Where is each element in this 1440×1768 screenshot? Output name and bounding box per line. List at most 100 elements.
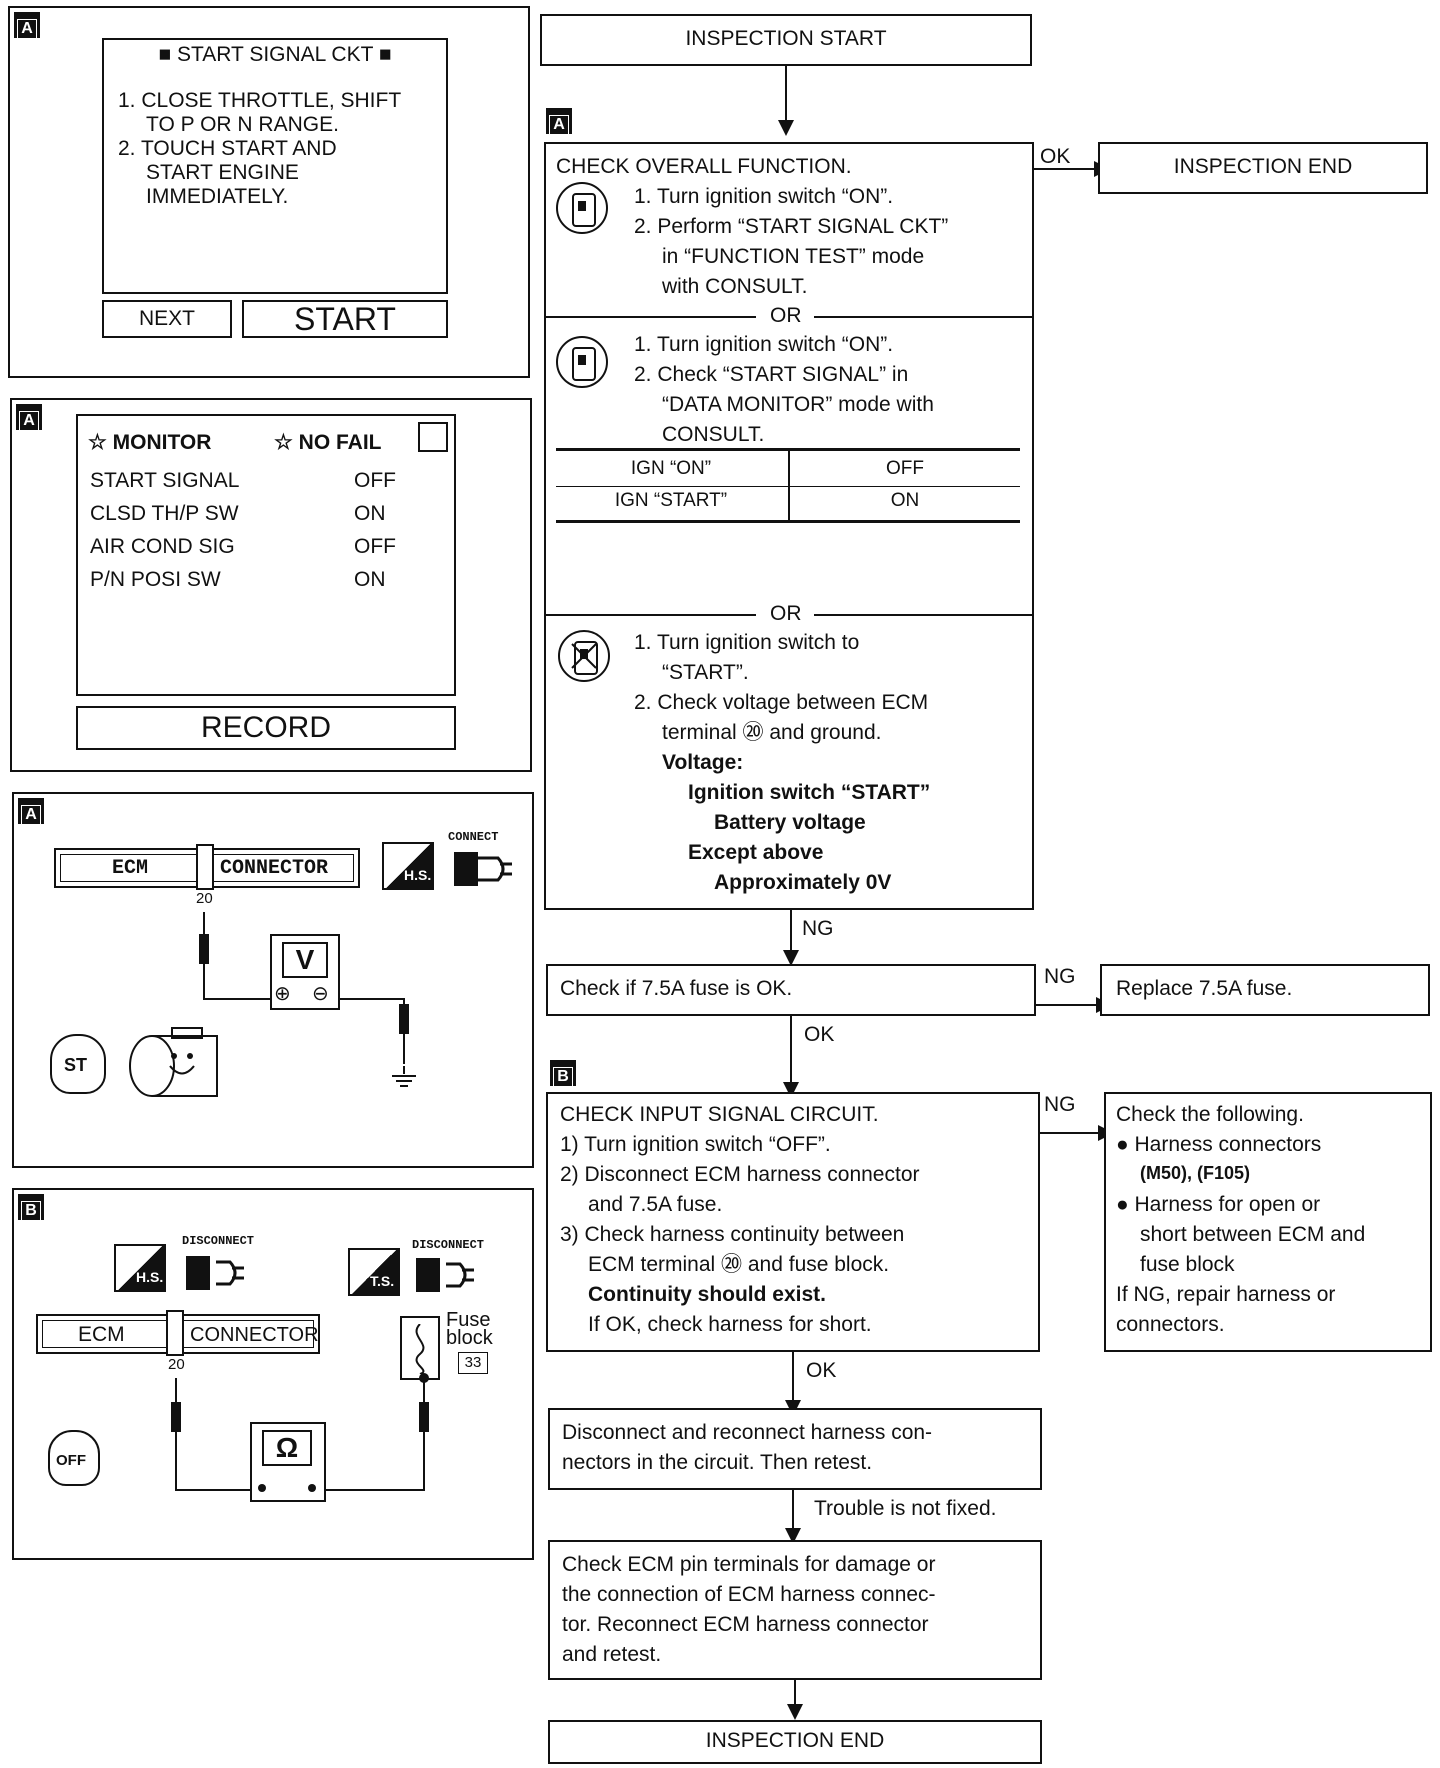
checkbox-icon[interactable] [418, 422, 448, 452]
data-monitor-screen: ☆ MONITOR ☆ NO FAIL START SIGNAL OFF CLS… [76, 414, 456, 696]
harness-side-icon: H.S. [114, 1244, 166, 1292]
panel-consult-data-monitor: A ☆ MONITOR ☆ NO FAIL START SIGNAL OFF C… [10, 398, 532, 772]
panel-tag-a: A [16, 404, 42, 431]
panel-continuity-diagram: B H.S. DISCONNECT T.S. DISCONNECT ECM CO… [12, 1188, 534, 1560]
reconnect-box: Disconnect and reconnect harness con- ne… [548, 1408, 1042, 1490]
fuse-label: Fuse [446, 1309, 491, 1331]
harness-side-icon: H.S. [382, 842, 434, 890]
disconnect-label: DISCONNECT [412, 1238, 485, 1252]
consult-screen-title: ■ START SIGNAL CKT ■ [158, 43, 392, 66]
flow-connector [790, 1016, 792, 1084]
consult-step-line: IMMEDIATELY. [146, 185, 289, 208]
voltmeter-wiring [199, 912, 416, 1087]
starter-motor-icon [129, 1027, 218, 1097]
or-divider [814, 316, 1032, 318]
panel-voltage-diagram: A ECM CONNECTOR 20 V ⊕ ⊖ H.S. CONNECT ST [12, 792, 534, 1168]
or-label: OR [770, 602, 802, 625]
table-cell: OFF [886, 458, 924, 479]
check-following-box: Check the following. ● Harness connector… [1104, 1092, 1432, 1352]
ok-label: OK [804, 1023, 835, 1046]
ohmmeter-terminals [258, 1484, 316, 1492]
table-cell: IGN “ON” [630, 458, 712, 479]
connector-plug-icon [454, 852, 512, 886]
start-button[interactable]: START [242, 300, 448, 338]
or-label: OR [770, 304, 802, 327]
flow-arrow [778, 120, 794, 136]
table-border [788, 450, 790, 520]
fuse-icon [400, 1316, 440, 1380]
replace-fuse-box: Replace 7.5A fuse. [1100, 964, 1430, 1016]
table-cell: IGN “START” [614, 490, 728, 511]
consult-step-line: 1. CLOSE THROTTLE, SHIFT [118, 89, 402, 112]
ecm-connector-bar: ECM CONNECTOR [36, 1310, 320, 1356]
consult-screen: ■ START SIGNAL CKT ■ 1. CLOSE THROTTLE, … [102, 38, 448, 294]
check-pins-box: Check ECM pin terminals for damage or th… [548, 1540, 1042, 1680]
panel-tag-b: B [18, 1194, 44, 1221]
ohmmeter: Ω [250, 1422, 326, 1502]
connector-pin-block [166, 1310, 184, 1356]
panel-consult-function-test: A ■ START SIGNAL CKT ■ 1. CLOSE THROTTLE… [8, 6, 530, 378]
flow-arrow [783, 950, 799, 966]
consult-step-line: 2. TOUCH START AND [118, 137, 337, 160]
connector-label: CONNECTOR [190, 1324, 319, 1346]
monitor-label: ☆ MONITOR [88, 431, 212, 454]
ohmmeter-wiring [171, 1373, 429, 1491]
monitor-item-name: P/N POSI SW [90, 568, 221, 591]
inspection-start-box: INSPECTION START [540, 14, 1032, 66]
voltmeter-display: V [282, 942, 328, 978]
flow-connector [790, 910, 792, 952]
check-overall-function-box: CHECK OVERALL FUNCTION. 1. Turn ignition… [544, 142, 1034, 910]
flow-connector [792, 1352, 794, 1402]
flow-connector [794, 1680, 796, 1708]
flow-arrow [787, 1704, 803, 1720]
ng-label: NG [1044, 965, 1076, 988]
connector-plug-icon [186, 1256, 244, 1290]
step-tag-a: A [546, 108, 572, 135]
consult-step-line: START ENGINE [146, 161, 299, 184]
minus-terminal-icon: ⊖ [312, 983, 329, 1005]
consult-icon [556, 182, 608, 234]
pin-number-label: 20 [196, 890, 213, 907]
connector-label: CONNECTOR [220, 857, 329, 880]
ecm-connector-bar: ECM CONNECTOR [54, 844, 360, 890]
step-title: CHECK OVERALL FUNCTION. [556, 155, 852, 178]
ecm-label: ECM [78, 1323, 125, 1346]
table-border [556, 448, 1020, 451]
flow-connector [785, 66, 787, 122]
monitor-item-name: START SIGNAL [90, 469, 240, 492]
monitor-item-value: OFF [354, 469, 396, 492]
ok-label: OK [1040, 145, 1071, 168]
flow-connector [1040, 1132, 1102, 1134]
flow-connector [792, 1490, 794, 1530]
consult-icon [556, 336, 608, 388]
record-button[interactable]: RECORD [76, 706, 456, 750]
no-consult-icon [558, 630, 610, 682]
panel-tag-a: A [18, 798, 44, 825]
terminal-side-icon: T.S. [348, 1248, 400, 1296]
connector-plug-icon [416, 1258, 474, 1292]
ecm-label: ECM [112, 857, 149, 880]
consult-step-line: TO P OR N RANGE. [146, 113, 339, 136]
monitor-item-name: AIR COND SIG [90, 535, 235, 558]
disconnect-label: DISCONNECT [182, 1234, 255, 1248]
ng-label: NG [1044, 1093, 1076, 1116]
voltmeter: V ⊕ ⊖ [270, 934, 340, 1010]
flow-connector [1034, 168, 1096, 170]
monitor-item-name: CLSD TH/P SW [90, 502, 239, 525]
next-button[interactable]: NEXT [102, 300, 232, 338]
or-divider [546, 614, 756, 616]
ignition-key-off-icon: OFF [48, 1430, 100, 1486]
ok-label: OK [806, 1359, 837, 1382]
fuse-symbol-icon [415, 1324, 425, 1374]
ng-label: NG [802, 917, 834, 940]
connector-pin-block [196, 844, 214, 890]
inspection-end-box: INSPECTION END [1098, 142, 1428, 194]
monitor-item-value: OFF [354, 535, 396, 558]
step-tag-b: B [550, 1060, 576, 1087]
ohmmeter-display: Ω [262, 1430, 312, 1466]
fuse-number-badge: 33 [458, 1352, 488, 1374]
or-divider [814, 614, 1032, 616]
check-fuse-box: Check if 7.5A fuse is OK. [546, 964, 1036, 1016]
inspection-end-box-final: INSPECTION END [548, 1720, 1042, 1764]
ignition-key-start-icon: ST [50, 1034, 106, 1094]
